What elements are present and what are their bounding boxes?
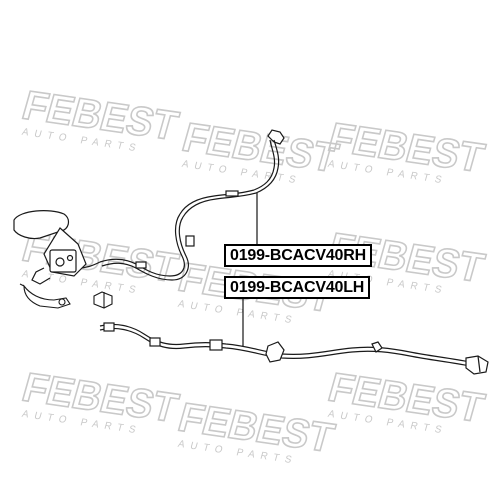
cable-lh-end-fitting [465, 355, 489, 375]
cable-lh-clip-2 [149, 337, 161, 347]
brake-lever-assembly [13, 210, 87, 285]
cable-rh-clip-3 [135, 261, 147, 269]
leader-lines [242, 193, 258, 346]
cable-rh-clip-2 [185, 235, 195, 247]
cable-lh [99, 322, 489, 375]
cable-lh-clip-1 [103, 322, 115, 332]
cable-lh-bracket [265, 341, 285, 363]
part-number-lh: 0199-BCACV40LH [224, 276, 371, 299]
part-number-rh: 0199-BCACV40RH [224, 244, 372, 267]
cable-rh-clip [225, 190, 239, 197]
adjuster-nut [93, 291, 113, 309]
cable-lh-clip-3 [209, 339, 223, 351]
loose-fittings [19, 283, 113, 309]
lever-handle [13, 210, 70, 240]
